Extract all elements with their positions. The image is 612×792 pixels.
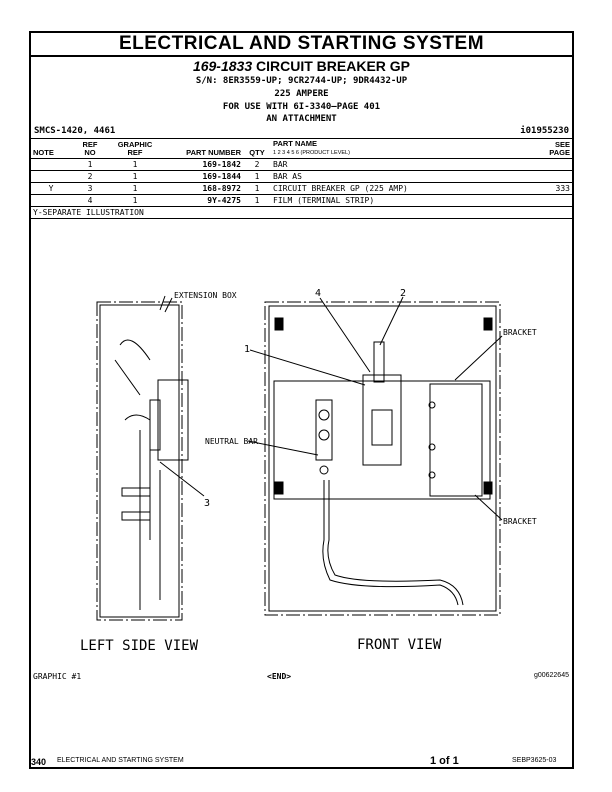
info-id: i01955230 — [520, 126, 569, 136]
label-left-side-view: LEFT SIDE VIEW — [80, 638, 199, 654]
footnote: Y-SEPARATE ILLUSTRATION — [31, 207, 572, 219]
group-heading: 169-1833 CIRCUIT BREAKER GP — [31, 58, 572, 74]
col-part-number: PART NUMBER — [186, 148, 241, 157]
group-number: 169-1833 — [192, 58, 253, 74]
section-title: ELECTRICAL AND STARTING SYSTEM — [31, 33, 572, 57]
smcs-code: SMCS-1420, 4461 — [34, 126, 116, 136]
attachment: AN ATTACHMENT — [266, 114, 337, 124]
label-neutral-bar: NEUTRAL BAR — [205, 437, 258, 446]
label-bracket-top: BRACKET — [503, 328, 537, 337]
graphic-label: GRAPHIC #1 — [33, 672, 82, 681]
footer-doc-number: SEBP3625-03 — [512, 757, 557, 764]
graphic-id: g00622645 — [533, 672, 569, 679]
col-qty: QTY — [249, 148, 265, 157]
footer-page-number: 340 — [31, 757, 47, 767]
serial-numbers: S/N: 8ER3559-UP; 9CR2744-UP; 9DR4432-UP — [195, 76, 408, 86]
rating: 225 AMPERE — [274, 89, 329, 99]
footer-section: ELECTRICAL AND STARTING SYSTEM — [57, 757, 184, 764]
callout-3: 3 — [204, 498, 210, 509]
front-view-drawing — [159, 296, 503, 616]
use-with: FOR USE WITH 6I-3340—PAGE 401 — [222, 102, 381, 112]
group-name: CIRCUIT BREAKER GP — [256, 58, 411, 74]
footer-page-count: 1 of 1 — [430, 755, 459, 767]
col-note: NOTE — [33, 148, 54, 157]
callout-4: 4 — [315, 288, 321, 299]
callout-2: 2 — [400, 288, 406, 299]
label-bracket-bottom: BRACKET — [503, 517, 537, 526]
left-side-view-drawing — [96, 295, 189, 621]
end-label: <END> — [267, 672, 292, 681]
callout-1: 1 — [244, 344, 250, 355]
page-frame: ELECTRICAL AND STARTING SYSTEM 169-1833 … — [29, 31, 574, 769]
label-extension-box: EXTENSION BOX — [174, 291, 237, 300]
label-front-view: FRONT VIEW — [357, 637, 442, 653]
